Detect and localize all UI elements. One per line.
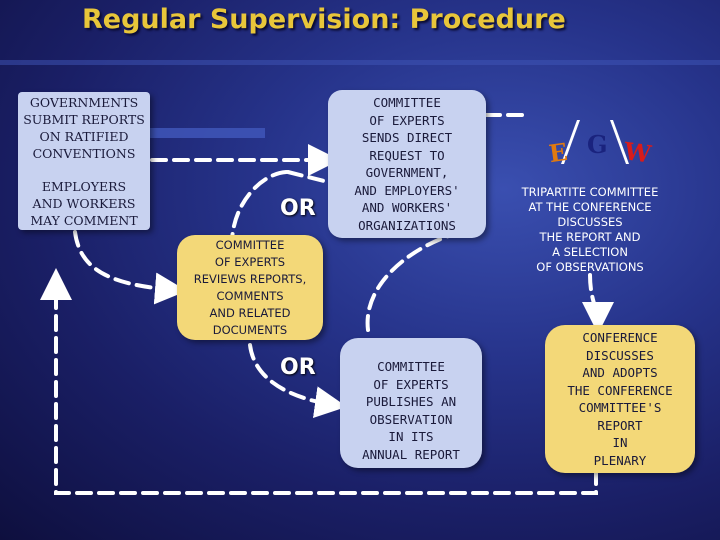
arrow-or-to-request bbox=[286, 170, 330, 184]
arrow-reviews-to-request bbox=[229, 170, 290, 250]
arrow-loop-back bbox=[40, 268, 598, 495]
egw-letter-w: W bbox=[622, 136, 653, 169]
tripartite-text: TRIPARTITE COMMITTEE AT THE CONFERENCE D… bbox=[521, 185, 659, 274]
egw-letter-g: G bbox=[587, 130, 608, 159]
egw-letter-e: E bbox=[547, 136, 570, 169]
decorative-band-top bbox=[0, 60, 720, 65]
employers-text: EMPLOYERS AND WORKERS MAY COMMENT bbox=[30, 179, 138, 228]
arrow-up-to-tripartite bbox=[365, 228, 472, 332]
publishes-box: COMMITTEE OF EXPERTS PUBLISHES AN OBSERV… bbox=[340, 338, 482, 468]
request-box: COMMITTEE OF EXPERTS SENDS DIRECT REQUES… bbox=[328, 90, 486, 238]
arrow-tripartite-to-plenary bbox=[581, 273, 614, 334]
arrow-govt-to-reviews bbox=[73, 230, 187, 305]
page-title: Regular Supervision: Procedure bbox=[82, 4, 566, 35]
plenary-box: CONFERENCE DISCUSSES AND ADOPTS THE CONF… bbox=[545, 325, 695, 473]
governments-box: GOVERNMENTS SUBMIT REPORTS ON RATIFIED C… bbox=[18, 92, 150, 230]
egw-emblem: E G W bbox=[532, 120, 662, 172]
governments-text: GOVERNMENTS SUBMIT REPORTS ON RATIFIED C… bbox=[23, 95, 145, 161]
arrow-reviews-to-publishes bbox=[248, 343, 347, 419]
reviews-box: COMMITTEE OF EXPERTS REVIEWS REPORTS, CO… bbox=[177, 235, 323, 340]
decorative-band-mid bbox=[145, 128, 265, 138]
or-label-1: OR bbox=[280, 196, 316, 221]
or-label-2: OR bbox=[280, 355, 316, 380]
